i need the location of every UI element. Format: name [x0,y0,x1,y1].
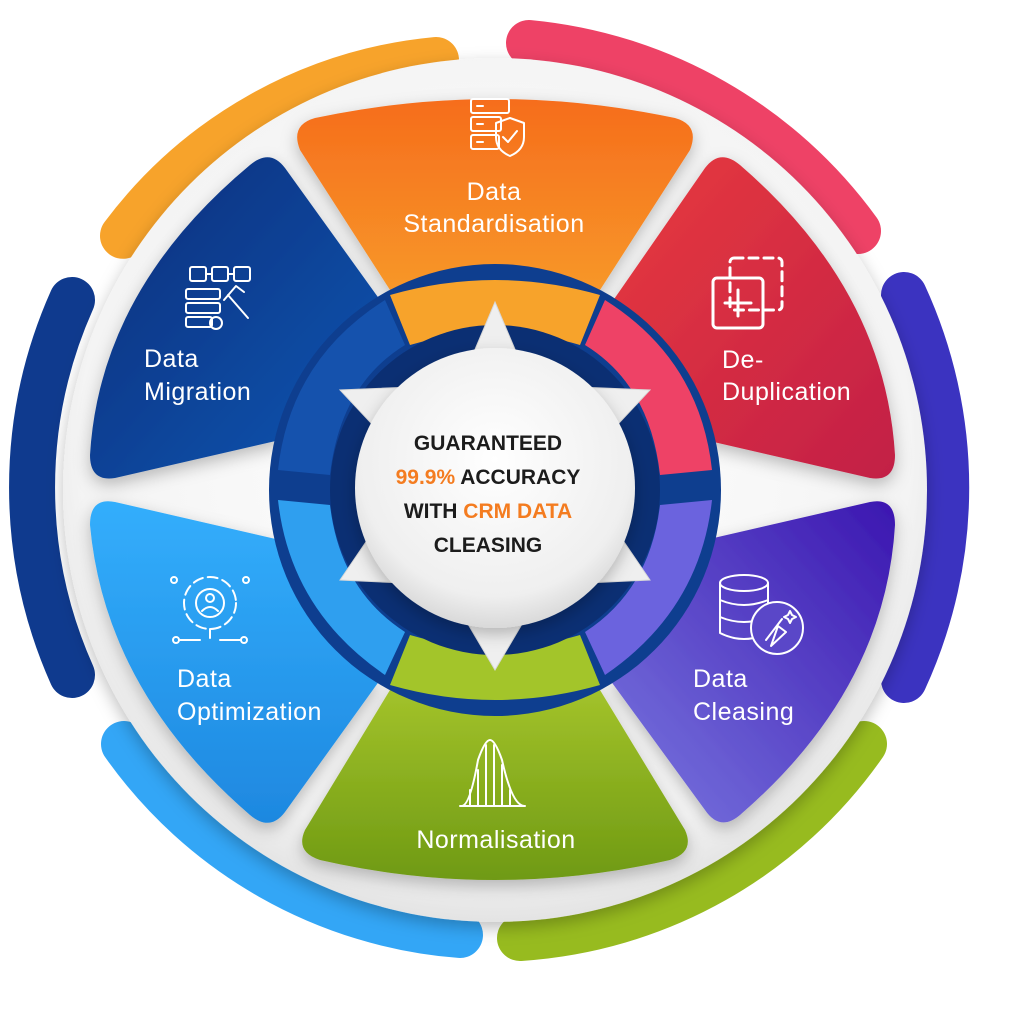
outer-arc-navy [9,277,95,698]
label-migration-line1: Data [144,345,199,373]
label-optimization-line1: Data [177,665,232,693]
inner-ring-violet [585,500,712,675]
center-line-3-rest: WITH [404,500,463,523]
segment-de-duplication[interactable] [610,157,895,479]
center-line-3: WITH CRM DATA [404,500,572,523]
duplicate-plus-icon [711,256,784,330]
center-line-2-rest: ACCURACY [455,466,580,489]
label-standardisation-line2: Standardisation [403,210,584,238]
center-badge: GUARANTEED 99.9% ACCURACY WITH CRM DATA … [338,300,652,671]
segment-optimization[interactable] [90,501,380,823]
outer-arc-sky [101,721,483,958]
icons [170,98,804,807]
gear-user-icon [170,576,250,644]
server-shield-icon [470,98,525,157]
center-highlight-accuracy: 99.9% [396,466,456,489]
bell-curve-icon [459,739,526,807]
center-highlight-crm: CRM DATA [463,500,572,523]
segments [90,99,895,880]
label-cleasing-line1: Data [693,665,748,693]
label-standardisation-line1: Data [467,178,522,206]
segment-cleasing[interactable] [610,501,895,823]
inner-ring-pink [585,300,712,475]
label-de-duplication-line2: Duplication [722,378,851,406]
inner-ring-navy [278,300,405,475]
segment-standardisation[interactable] [297,99,693,304]
center-line-1: GUARANTEED [414,432,562,455]
outer-arc-lime [497,721,887,961]
label-optimization-line2: Optimization [177,698,322,726]
outer-arcs [9,20,970,961]
label-migration-line2: Migration [144,378,251,406]
server-tools-icon [185,266,251,330]
center-disc [355,348,635,628]
center-line-2: 99.9% ACCURACY [396,466,581,489]
inner-ring-sky [278,500,405,675]
outer-arc-pink [506,20,881,254]
outer-arc-indigo [881,272,970,703]
database-clean-icon [719,574,804,655]
segment-migration[interactable] [90,157,380,479]
label-de-duplication-line1: De- [722,346,764,374]
label-cleasing-line2: Cleasing [693,698,794,726]
center-line-4: CLEASING [434,534,543,557]
outer-arc-orange [100,37,459,259]
segment-labels: Data Standardisation De- Duplication Dat… [144,178,851,854]
label-normalisation: Normalisation [416,826,575,854]
